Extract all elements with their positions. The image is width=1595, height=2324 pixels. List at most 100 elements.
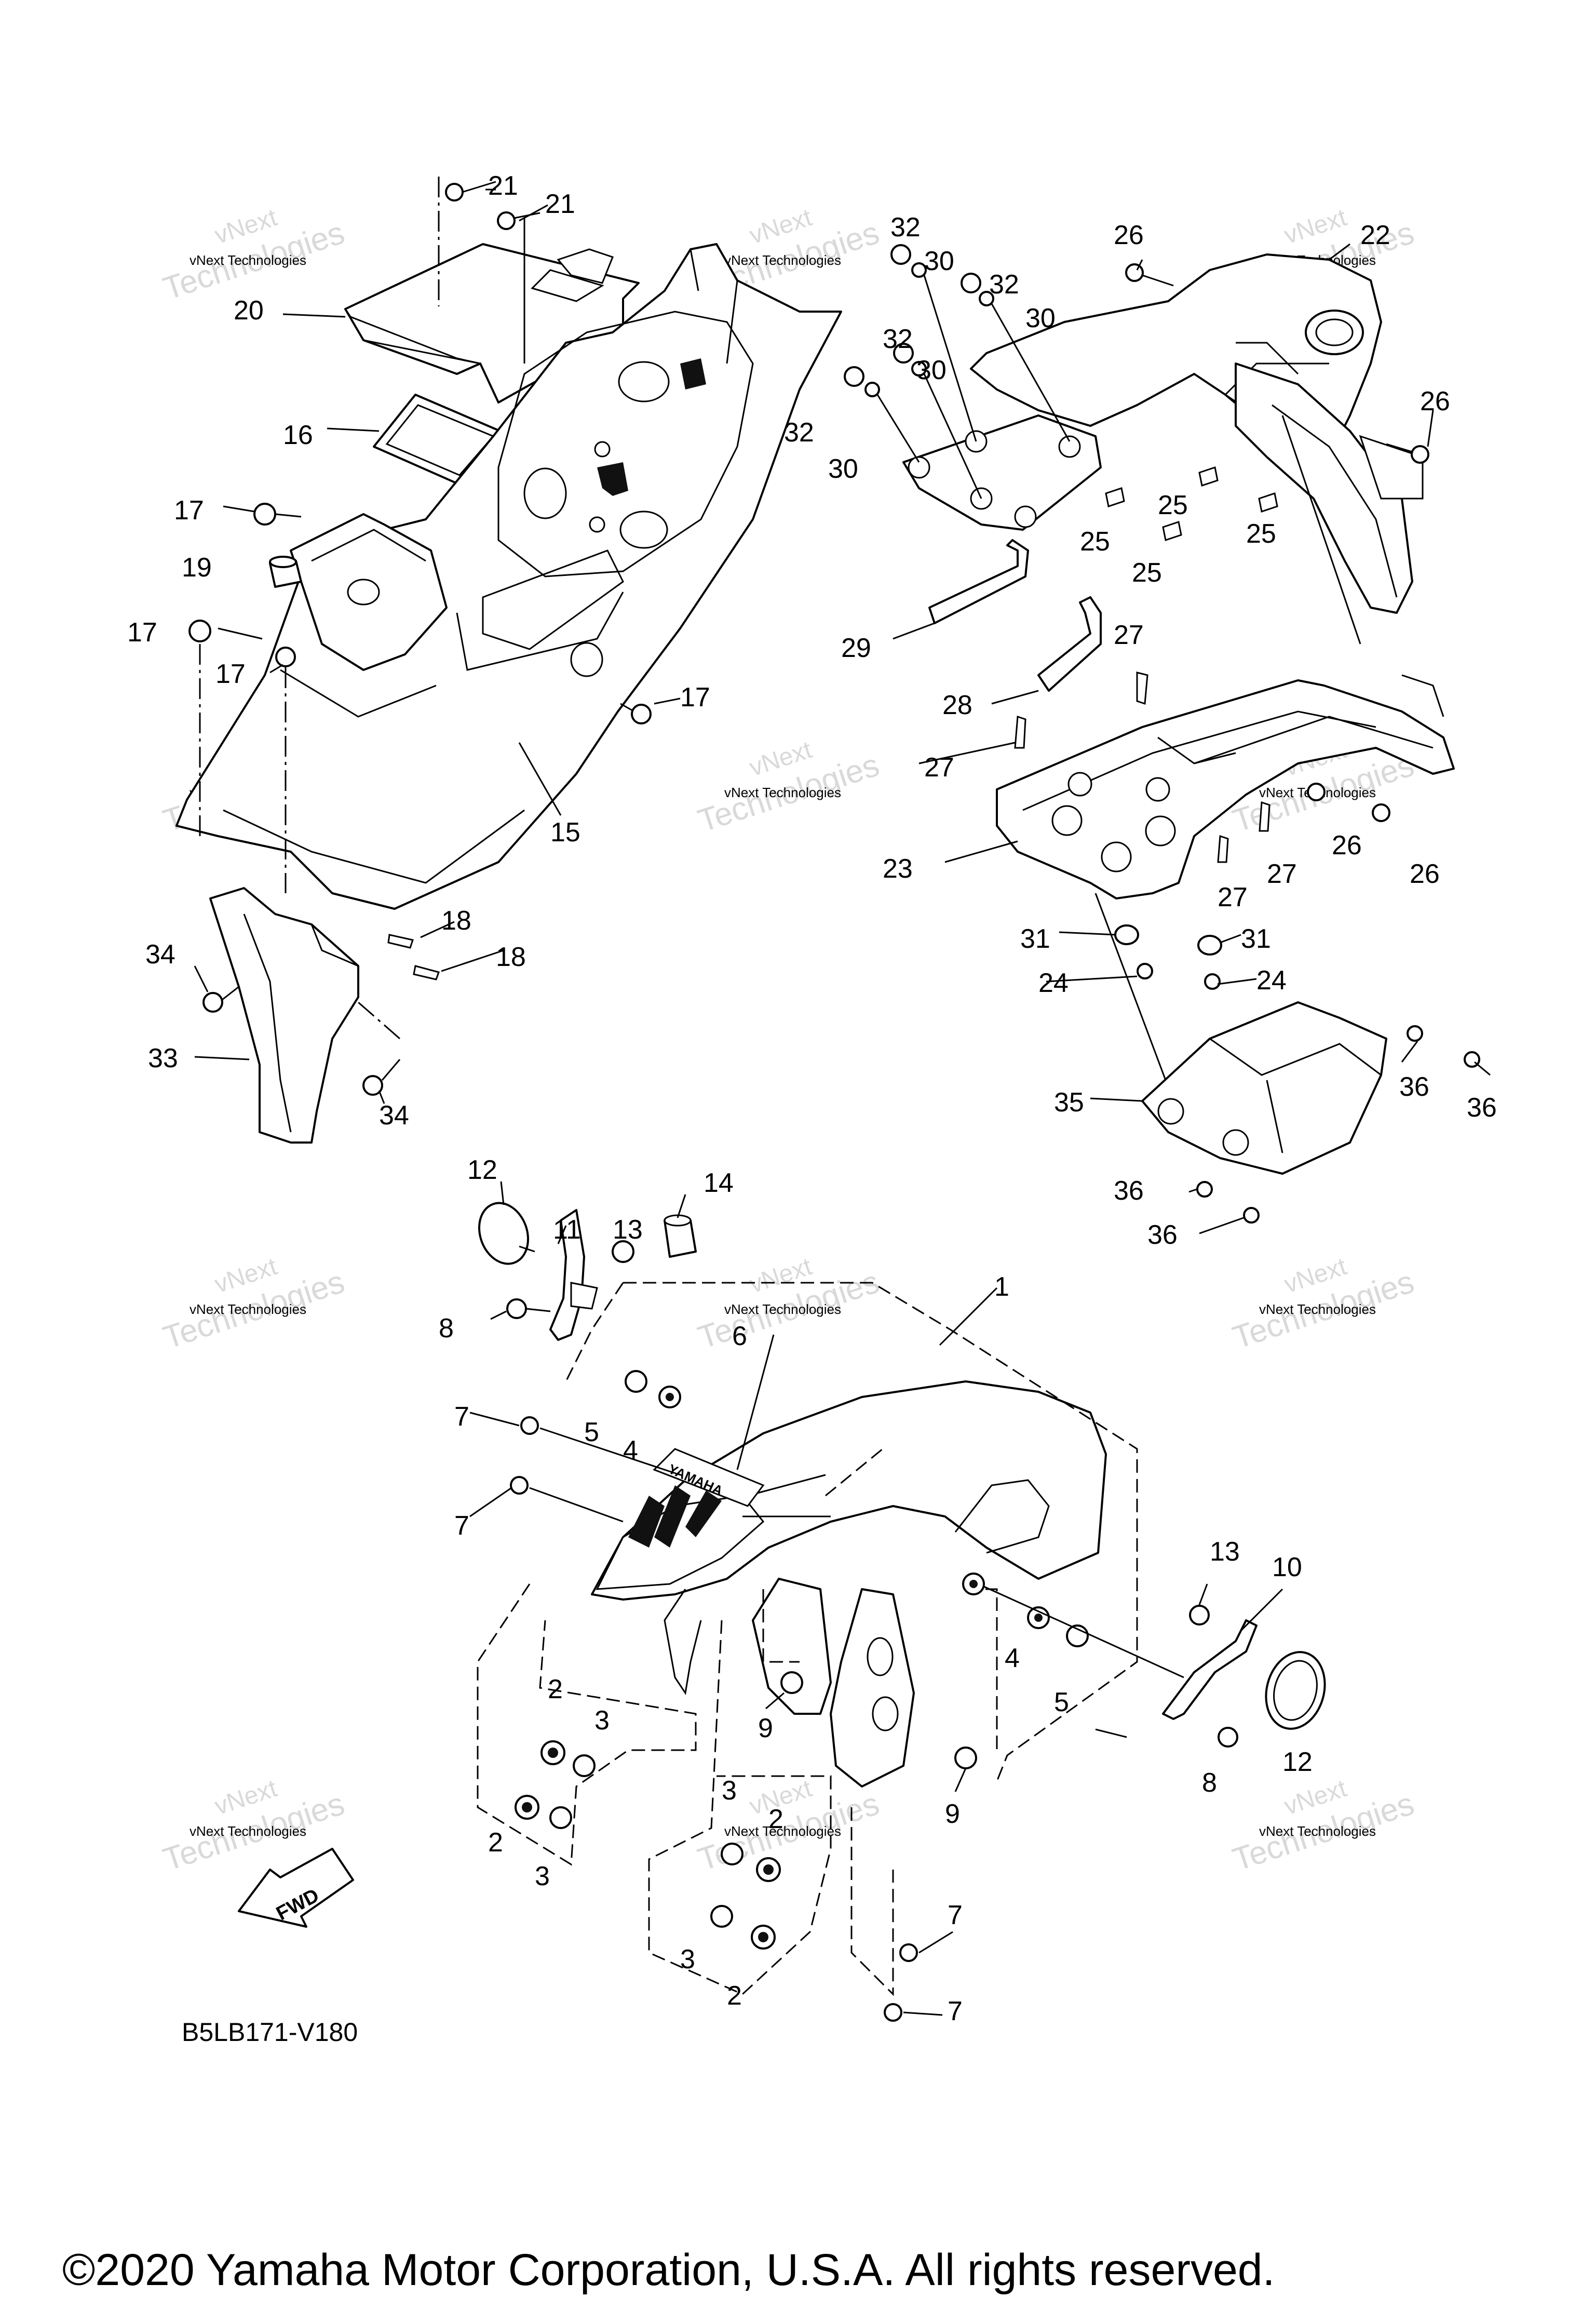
callout-17: 17: [680, 682, 710, 713]
part-2-grommet: [751, 1925, 776, 1950]
part-27-screw: [1136, 671, 1148, 705]
assembly-outline: [623, 1282, 1138, 1782]
part-17-bolt: [620, 703, 652, 724]
watermark: Technologies vNext vNext Technologies: [694, 736, 884, 839]
part-1-front-fender: [591, 1380, 1107, 1695]
callout-25: 25: [1080, 527, 1110, 557]
part-25-clip: [1198, 466, 1219, 487]
assembly-line: [1094, 893, 1174, 1101]
part-26-bolt: [1372, 803, 1390, 822]
callout-23: 23: [883, 854, 913, 884]
part-10-bracket: [1162, 1619, 1258, 1720]
part-7-screw: [899, 1943, 918, 1962]
callout-27: 27: [1114, 620, 1144, 650]
callout-31: 31: [1020, 924, 1050, 954]
callout-36: 36: [1114, 1176, 1144, 1206]
part-7-screw: [884, 2003, 902, 2022]
callout-10: 10: [1272, 1552, 1302, 1582]
callout-16: 16: [283, 420, 313, 450]
svg-text:vNext Technologies: vNext Technologies: [724, 252, 841, 268]
watermark: Technologies vNext vNext Technologies: [1228, 1253, 1418, 1356]
part-30-washer: [911, 262, 927, 278]
part-13-nut: [612, 1240, 634, 1263]
callout-12: 12: [467, 1155, 497, 1185]
callout-25: 25: [1246, 519, 1276, 549]
callout-13: 13: [1210, 1537, 1240, 1567]
callout-26: 26: [1420, 386, 1450, 417]
callout-19: 19: [182, 553, 212, 583]
callout-17: 17: [127, 617, 157, 648]
watermark: Technologies vNext vNext Technologies: [159, 204, 349, 307]
callout-32: 32: [883, 324, 913, 354]
callout-11: 11: [553, 1215, 581, 1245]
callout-34: 34: [145, 939, 175, 970]
callout-21: 21: [545, 189, 575, 219]
callout-14: 14: [704, 1168, 734, 1198]
callout-27: 27: [1218, 882, 1248, 912]
part-32-nut: [890, 244, 911, 265]
part-9-collar: [954, 1747, 977, 1769]
callout-25: 25: [1132, 558, 1162, 588]
part-36-screw: [1407, 1025, 1423, 1042]
part-36-screw: [1243, 1207, 1260, 1224]
callout-28: 28: [942, 690, 972, 720]
callout-15: 15: [550, 817, 580, 848]
callout-27: 27: [1267, 859, 1297, 889]
part-25-clip: [1105, 487, 1125, 507]
svg-text:vNext Technologies: vNext Technologies: [724, 785, 841, 800]
watermark: Technologies vNext vNext Technologies: [1228, 1775, 1418, 1878]
svg-text:vNext Technologies: vNext Technologies: [1259, 1301, 1376, 1317]
diagram-code: B5LB171-V180: [182, 2018, 358, 2047]
part-24-bolt: [1204, 973, 1221, 990]
part-17-bolt: [188, 620, 211, 841]
part-35-lower-bracket: [1141, 1001, 1387, 1175]
part-12-reflector: [1265, 1651, 1326, 1730]
callout-27: 27: [924, 753, 954, 783]
callout-6: 6: [732, 1321, 747, 1351]
callout-31: 31: [1241, 924, 1271, 954]
part-8-bolt: [1218, 1727, 1238, 1748]
assembly-line: [1281, 415, 1361, 644]
part-2-grommet: [515, 1795, 539, 1820]
watermark: Technologies vNext vNext Technologies: [694, 1253, 884, 1356]
callout-35: 35: [1054, 1087, 1084, 1118]
callout-34: 34: [379, 1100, 409, 1131]
assembly-line: [983, 1586, 1184, 1678]
svg-text:vNext Technologies: vNext Technologies: [190, 1301, 306, 1317]
part-12-reflector: [478, 1202, 535, 1265]
callout-30: 30: [828, 454, 858, 484]
part-17-bolt: [275, 647, 296, 893]
part-3-collar: [573, 1754, 596, 1777]
callout-24: 24: [1256, 965, 1287, 996]
callout-21: 21: [488, 171, 518, 201]
callout-13: 13: [613, 1215, 643, 1245]
callout-36: 36: [1467, 1093, 1497, 1123]
part-4-grommet: [1027, 1606, 1050, 1629]
part-28-bracket: [1037, 596, 1102, 692]
part-29-bracket: [928, 539, 1029, 624]
callout-12: 12: [1282, 1747, 1313, 1777]
fwd-arrow-icon: FWD: [238, 1848, 354, 1928]
callout-5: 5: [584, 1417, 599, 1447]
callout-3: 3: [722, 1776, 737, 1806]
part-8-bolt: [506, 1298, 551, 1319]
callout-4: 4: [623, 1435, 638, 1466]
part-15-side-bracket: [290, 513, 448, 671]
callout-18: 18: [441, 906, 471, 936]
callout-26: 26: [1114, 220, 1144, 250]
callout-17: 17: [215, 659, 246, 689]
callout-18: 18: [496, 942, 526, 972]
part-3-collar: [549, 1806, 572, 1829]
part-7-screw: [510, 1476, 529, 1495]
callout-26: 26: [1410, 859, 1440, 889]
part-19-grommet: [269, 556, 302, 588]
callout-7: 7: [454, 1511, 469, 1541]
part-1-fork-guard: [752, 1578, 915, 1788]
leader-lines: [194, 189, 1491, 2016]
part-5-collar: [625, 1370, 647, 1393]
part-33-mud-flap: [209, 887, 400, 1144]
part-9-collar: [780, 1671, 803, 1694]
callout-29: 29: [841, 633, 871, 663]
svg-text:vNext Technologies: vNext Technologies: [190, 252, 306, 268]
